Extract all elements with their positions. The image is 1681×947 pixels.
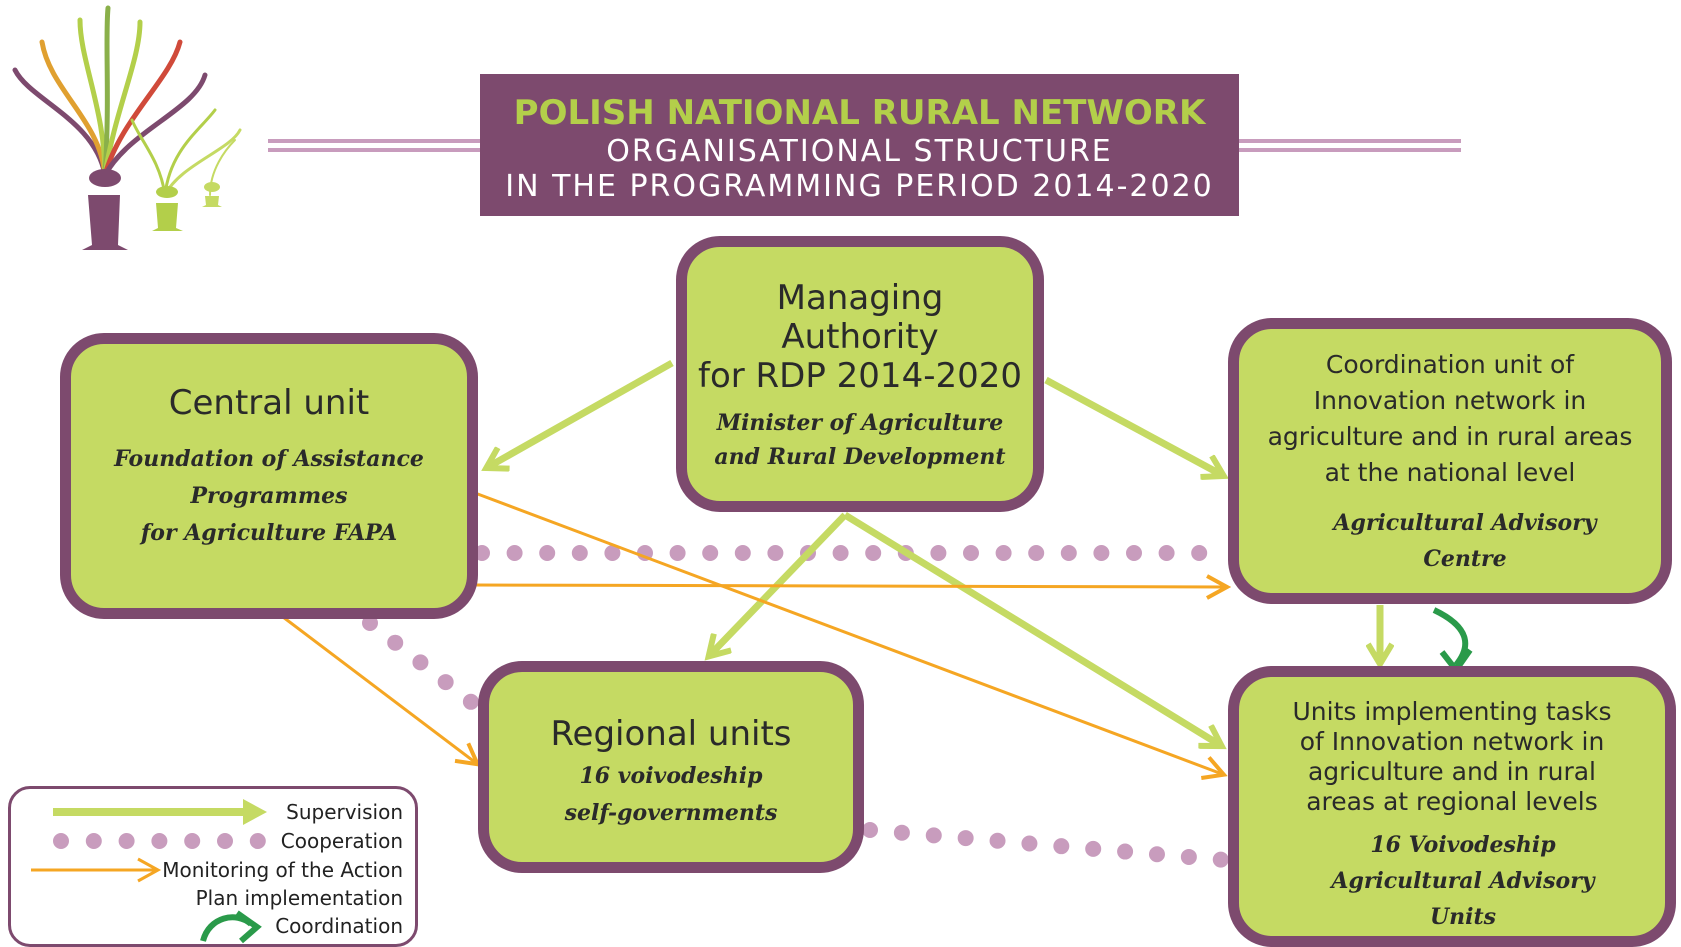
- coordination-line4: at the national level: [1324, 458, 1576, 487]
- legend-monitoring-label-line2: Plan implementation: [195, 886, 403, 910]
- central-unit-sub-line3: for Agriculture FAPA: [140, 520, 398, 546]
- supervision-arrow-ma-implementing: [843, 512, 1220, 745]
- ma-sub-line2: and Rural Development: [714, 444, 1006, 470]
- supervision-arrow-ma-coordination: [1044, 376, 1222, 475]
- implementing-sub-line2: Agricultural Advisory: [1331, 868, 1595, 894]
- regional-units-sub-line2: self-governments: [564, 800, 778, 826]
- ma-sub-line1: Minister of Agriculture: [716, 410, 1004, 436]
- header-subtitle-line2: IN THE PROGRAMMING PERIOD 2014-2020: [505, 169, 1214, 204]
- central-unit-sub-line2: Programmes: [190, 483, 348, 509]
- cooperation-line-central-regional: [362, 615, 483, 713]
- central-unit-title: Central unit: [168, 383, 370, 423]
- ma-title-line2: Authority: [781, 317, 939, 357]
- implementing-line2: of Innovation network in: [1299, 727, 1605, 756]
- legend-coordination-symbol: [200, 910, 262, 944]
- coordination-sub-line1: Agricultural Advisory: [1333, 510, 1597, 536]
- coordination-sub-line2: Centre: [1423, 546, 1507, 572]
- managing-authority-box: Managing Authority for RDP 2014-2020 Min…: [676, 236, 1044, 512]
- central-unit-sub-line1: Foundation of Assistance: [114, 446, 424, 472]
- legend-monitoring-label-line1: Monitoring of the Action: [162, 858, 403, 882]
- coordination-unit-box: Coordination unit of Innovation network …: [1228, 318, 1672, 604]
- regional-units-box: Regional units 16 voivodeship self-gover…: [478, 661, 864, 873]
- central-unit-box: Central unit Foundation of Assistance Pr…: [60, 333, 478, 619]
- regional-units-title: Regional units: [550, 714, 792, 754]
- coordination-line1: Coordination unit of: [1325, 350, 1575, 379]
- monitoring-arrow-central-regional: [282, 615, 476, 763]
- regional-units-sub-line1: 16 voivodeship: [579, 763, 763, 789]
- implementing-line3: agriculture and in rural: [1307, 757, 1597, 786]
- implementing-sub-line1: 16 Voivodeship: [1370, 832, 1556, 858]
- ma-title-line1: Managing: [776, 278, 944, 318]
- implementing-line1: Units implementing tasks: [1292, 697, 1612, 726]
- logo: [12, 5, 242, 250]
- cooperation-line-regional-implementing: [862, 822, 1233, 868]
- implementing-sub-line3: Units: [1429, 904, 1497, 930]
- header-banner: POLISH NATIONAL RURAL NETWORK ORGANISATI…: [480, 74, 1239, 216]
- coordination-line2: Innovation network in: [1313, 386, 1587, 415]
- header-subtitle-line1: ORGANISATIONAL STRUCTURE: [606, 134, 1113, 169]
- implementing-line4: areas at regional levels: [1306, 787, 1598, 816]
- supervision-arrow-ma-central: [488, 359, 674, 467]
- legend-supervision-label: Supervision: [286, 800, 403, 824]
- ma-title-line3: for RDP 2014-2020: [698, 356, 1022, 396]
- coordination-arrow: [1432, 607, 1469, 667]
- legend-cooperation-label: Cooperation: [280, 829, 403, 853]
- header-title: POLISH NATIONAL RURAL NETWORK: [513, 93, 1206, 133]
- monitoring-arrow-central-implementing: [474, 491, 1222, 774]
- coordination-line3: agriculture and in rural areas: [1267, 422, 1633, 451]
- legend: Supervision Cooperation Monitoring of th…: [8, 786, 418, 947]
- implementing-units-box: Units implementing tasks of Innovation n…: [1228, 666, 1676, 947]
- legend-symbols: [31, 799, 269, 944]
- monitoring-arrow-central-coordination: [474, 585, 1225, 587]
- legend-coordination-label: Coordination: [275, 914, 403, 938]
